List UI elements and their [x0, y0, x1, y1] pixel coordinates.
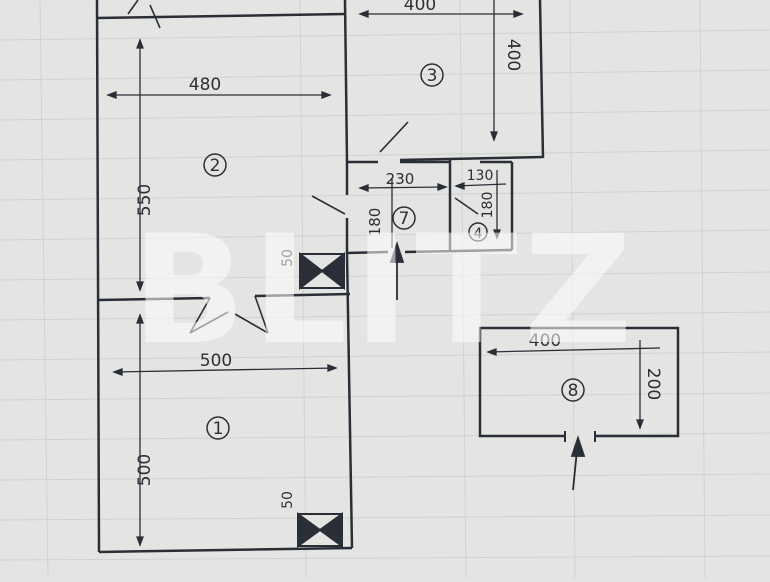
entrance-arrow-corridor-icon [389, 241, 405, 263]
room7-width-label: 230 [386, 170, 415, 188]
room4-height-label: 180 [480, 192, 496, 219]
vent-lower-icon [297, 512, 343, 548]
room3-height-label: 400 [503, 39, 523, 71]
room-7-label: 7 [399, 209, 410, 229]
room1-height-label: 500 [135, 454, 155, 486]
entrance-arrows [389, 241, 586, 491]
room4-width-label: 130 [467, 168, 494, 184]
room-8-label: 8 [568, 381, 579, 401]
room-3-label: 3 [427, 66, 438, 86]
room2-width-label: 480 [189, 75, 221, 95]
dimension-lines [106, 0, 661, 547]
room1-width-label: 500 [200, 351, 232, 371]
room8-door-gap [564, 433, 596, 440]
vent-upper-icon [299, 251, 345, 291]
room3-width-label: 400 [404, 0, 436, 15]
room7-height-label: 180 [366, 208, 384, 237]
vent-lower-label: 50 [280, 491, 296, 509]
watermark-logo: BLITZ [132, 204, 639, 378]
room8-width-label: 400 [529, 331, 561, 351]
door-swings [127, 0, 479, 334]
room-2-label: 2 [210, 156, 221, 176]
vent-upper-label: 50 [280, 249, 296, 267]
entrance-arrow-room8-icon [570, 435, 586, 457]
room8-height-label: 200 [643, 368, 663, 400]
room-1-label: 1 [213, 419, 224, 439]
walls [95, 0, 680, 554]
room8-door-jambs [564, 431, 596, 442]
room2-height-label: 550 [135, 184, 155, 216]
room-4-label: 4 [474, 226, 483, 242]
room-number-circles [203, 63, 585, 440]
